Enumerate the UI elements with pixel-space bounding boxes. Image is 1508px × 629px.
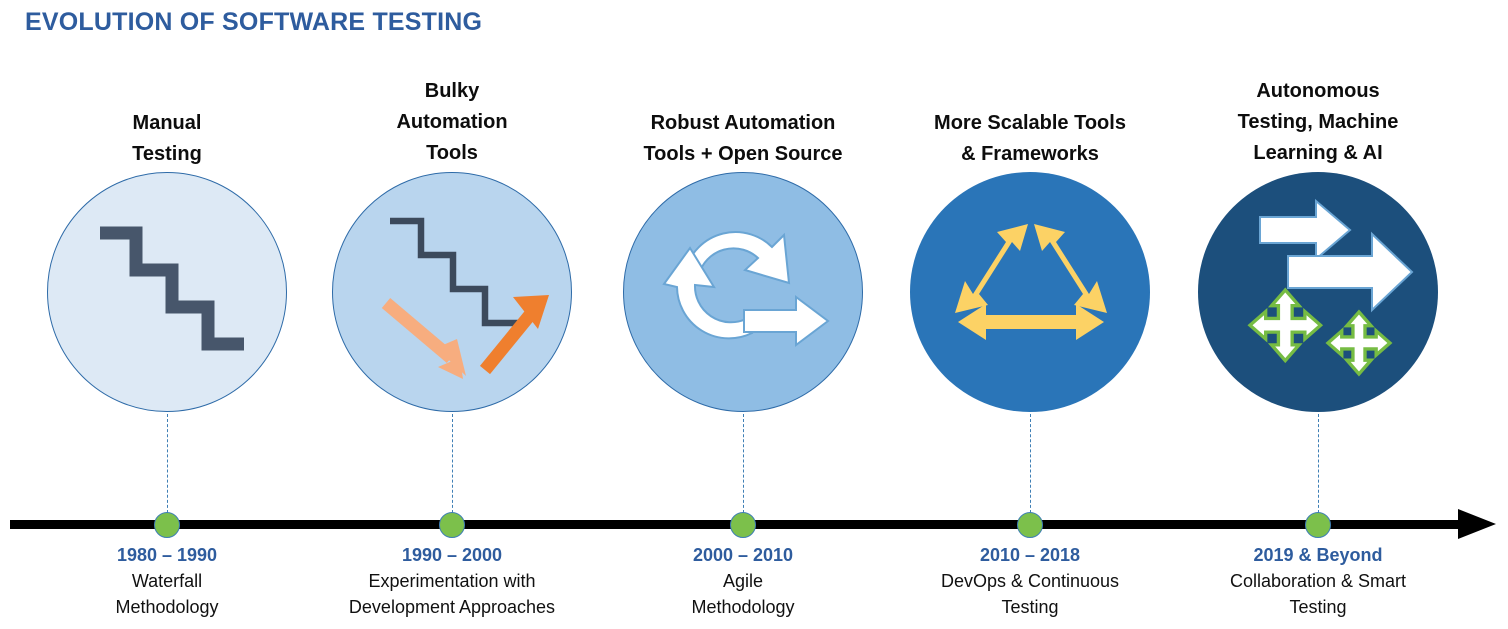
- caption-line: Experimentation with: [368, 571, 536, 591]
- milestone-circle[interactable]: [623, 172, 863, 412]
- milestone-robust-automation-open-source: Robust Automation Tools + Open Source 20…: [593, 0, 893, 629]
- timeline-arrowhead-icon: [1458, 509, 1496, 539]
- caption-line: Agile: [722, 571, 764, 591]
- arrow-up-right: [479, 295, 549, 375]
- milestone-caption: Waterfall Methodology: [17, 568, 317, 620]
- headline-line: Manual: [132, 112, 202, 134]
- milestone-scalable-tools-frameworks: More Scalable Tools & Frameworks 2010 – …: [880, 0, 1180, 629]
- milestone-headline: Manual Testing: [17, 108, 317, 170]
- milestone-connector: [452, 414, 453, 518]
- milestone-year: 2000 – 2010: [692, 545, 794, 565]
- milestone-connector: [743, 414, 744, 518]
- move-node-icon: [1247, 287, 1324, 364]
- milestone-caption: DevOps & Continuous Testing: [880, 568, 1180, 620]
- headline-line: Robust Automation: [650, 112, 836, 134]
- milestone-dot[interactable]: [154, 512, 180, 538]
- milestone-headline: More Scalable Tools & Frameworks: [880, 108, 1180, 170]
- arrow-right-small: [1259, 198, 1352, 262]
- milestone-bulky-automation-tools: Bulky Automation Tools 19: [302, 0, 602, 629]
- caption-line: Testing: [1289, 597, 1347, 618]
- milestone-connector: [1030, 414, 1031, 518]
- caption-line: Waterfall: [131, 571, 203, 591]
- milestone-headline: Bulky Automation Tools: [302, 76, 602, 169]
- headline-line: Learning & AI: [1253, 142, 1383, 164]
- headline-line: Tools + Open Source: [643, 143, 843, 165]
- arrow-down-right: [381, 298, 466, 379]
- milestone-circle[interactable]: [47, 172, 287, 412]
- caption-line: Methodology: [691, 597, 795, 618]
- headline-line: Testing, Machine: [1237, 111, 1399, 133]
- milestone-dot[interactable]: [1305, 512, 1331, 538]
- caption-line: Development Approaches: [348, 597, 556, 618]
- page-title: EVOLUTION OF SOFTWARE TESTING: [25, 8, 483, 36]
- refresh-cycle-arrow-icon: [662, 231, 830, 347]
- milestone-circle[interactable]: [910, 172, 1150, 412]
- stairs-down-icon: [100, 226, 244, 351]
- milestone-caption: Agile Methodology: [593, 568, 893, 620]
- headline-line: Autonomous: [1256, 80, 1380, 102]
- milestone-dot[interactable]: [439, 512, 465, 538]
- milestone-year: 1990 – 2000: [401, 545, 503, 565]
- milestone-autonomous-testing-ml-ai: Autonomous Testing, Machine Learning & A…: [1168, 0, 1468, 629]
- milestone-connector: [1318, 414, 1319, 518]
- milestone-manual-testing: Manual Testing 1980 – 1990 Waterfall Met…: [17, 0, 317, 629]
- headline-line: Automation: [396, 111, 508, 133]
- milestone-headline: Autonomous Testing, Machine Learning & A…: [1168, 76, 1468, 169]
- caption-line: Methodology: [115, 597, 219, 618]
- caption-line: Collaboration & Smart: [1229, 571, 1407, 591]
- move-node-icon: [1325, 309, 1393, 377]
- caption-line: Testing: [1001, 597, 1059, 618]
- headline-line: Bulky: [424, 80, 480, 102]
- headline-line: More Scalable Tools: [934, 112, 1126, 134]
- milestone-headline: Robust Automation Tools + Open Source: [593, 108, 893, 170]
- triangle-double-arrows-icon: [955, 224, 1107, 340]
- arrows-and-move-nodes-icon: [1247, 198, 1414, 377]
- headline-line: Tools: [426, 142, 478, 164]
- milestone-circle[interactable]: [1198, 172, 1438, 412]
- milestone-year: 2019 & Beyond: [1253, 545, 1383, 565]
- caption-line: DevOps & Continuous: [940, 571, 1120, 591]
- milestone-year: 2010 – 2018: [979, 545, 1081, 565]
- milestone-caption: Collaboration & Smart Testing: [1168, 568, 1468, 620]
- headline-line: & Frameworks: [961, 143, 1099, 165]
- stairs-with-arrows-icon: [381, 217, 549, 379]
- milestone-caption: Experimentation with Development Approac…: [302, 568, 602, 620]
- arrow-right-large: [1287, 231, 1414, 313]
- milestone-dot[interactable]: [730, 512, 756, 538]
- milestone-dot[interactable]: [1017, 512, 1043, 538]
- milestone-circle[interactable]: [332, 172, 572, 412]
- milestone-year: 1980 – 1990: [116, 545, 218, 565]
- headline-line: Testing: [132, 143, 202, 165]
- milestone-connector: [167, 414, 168, 518]
